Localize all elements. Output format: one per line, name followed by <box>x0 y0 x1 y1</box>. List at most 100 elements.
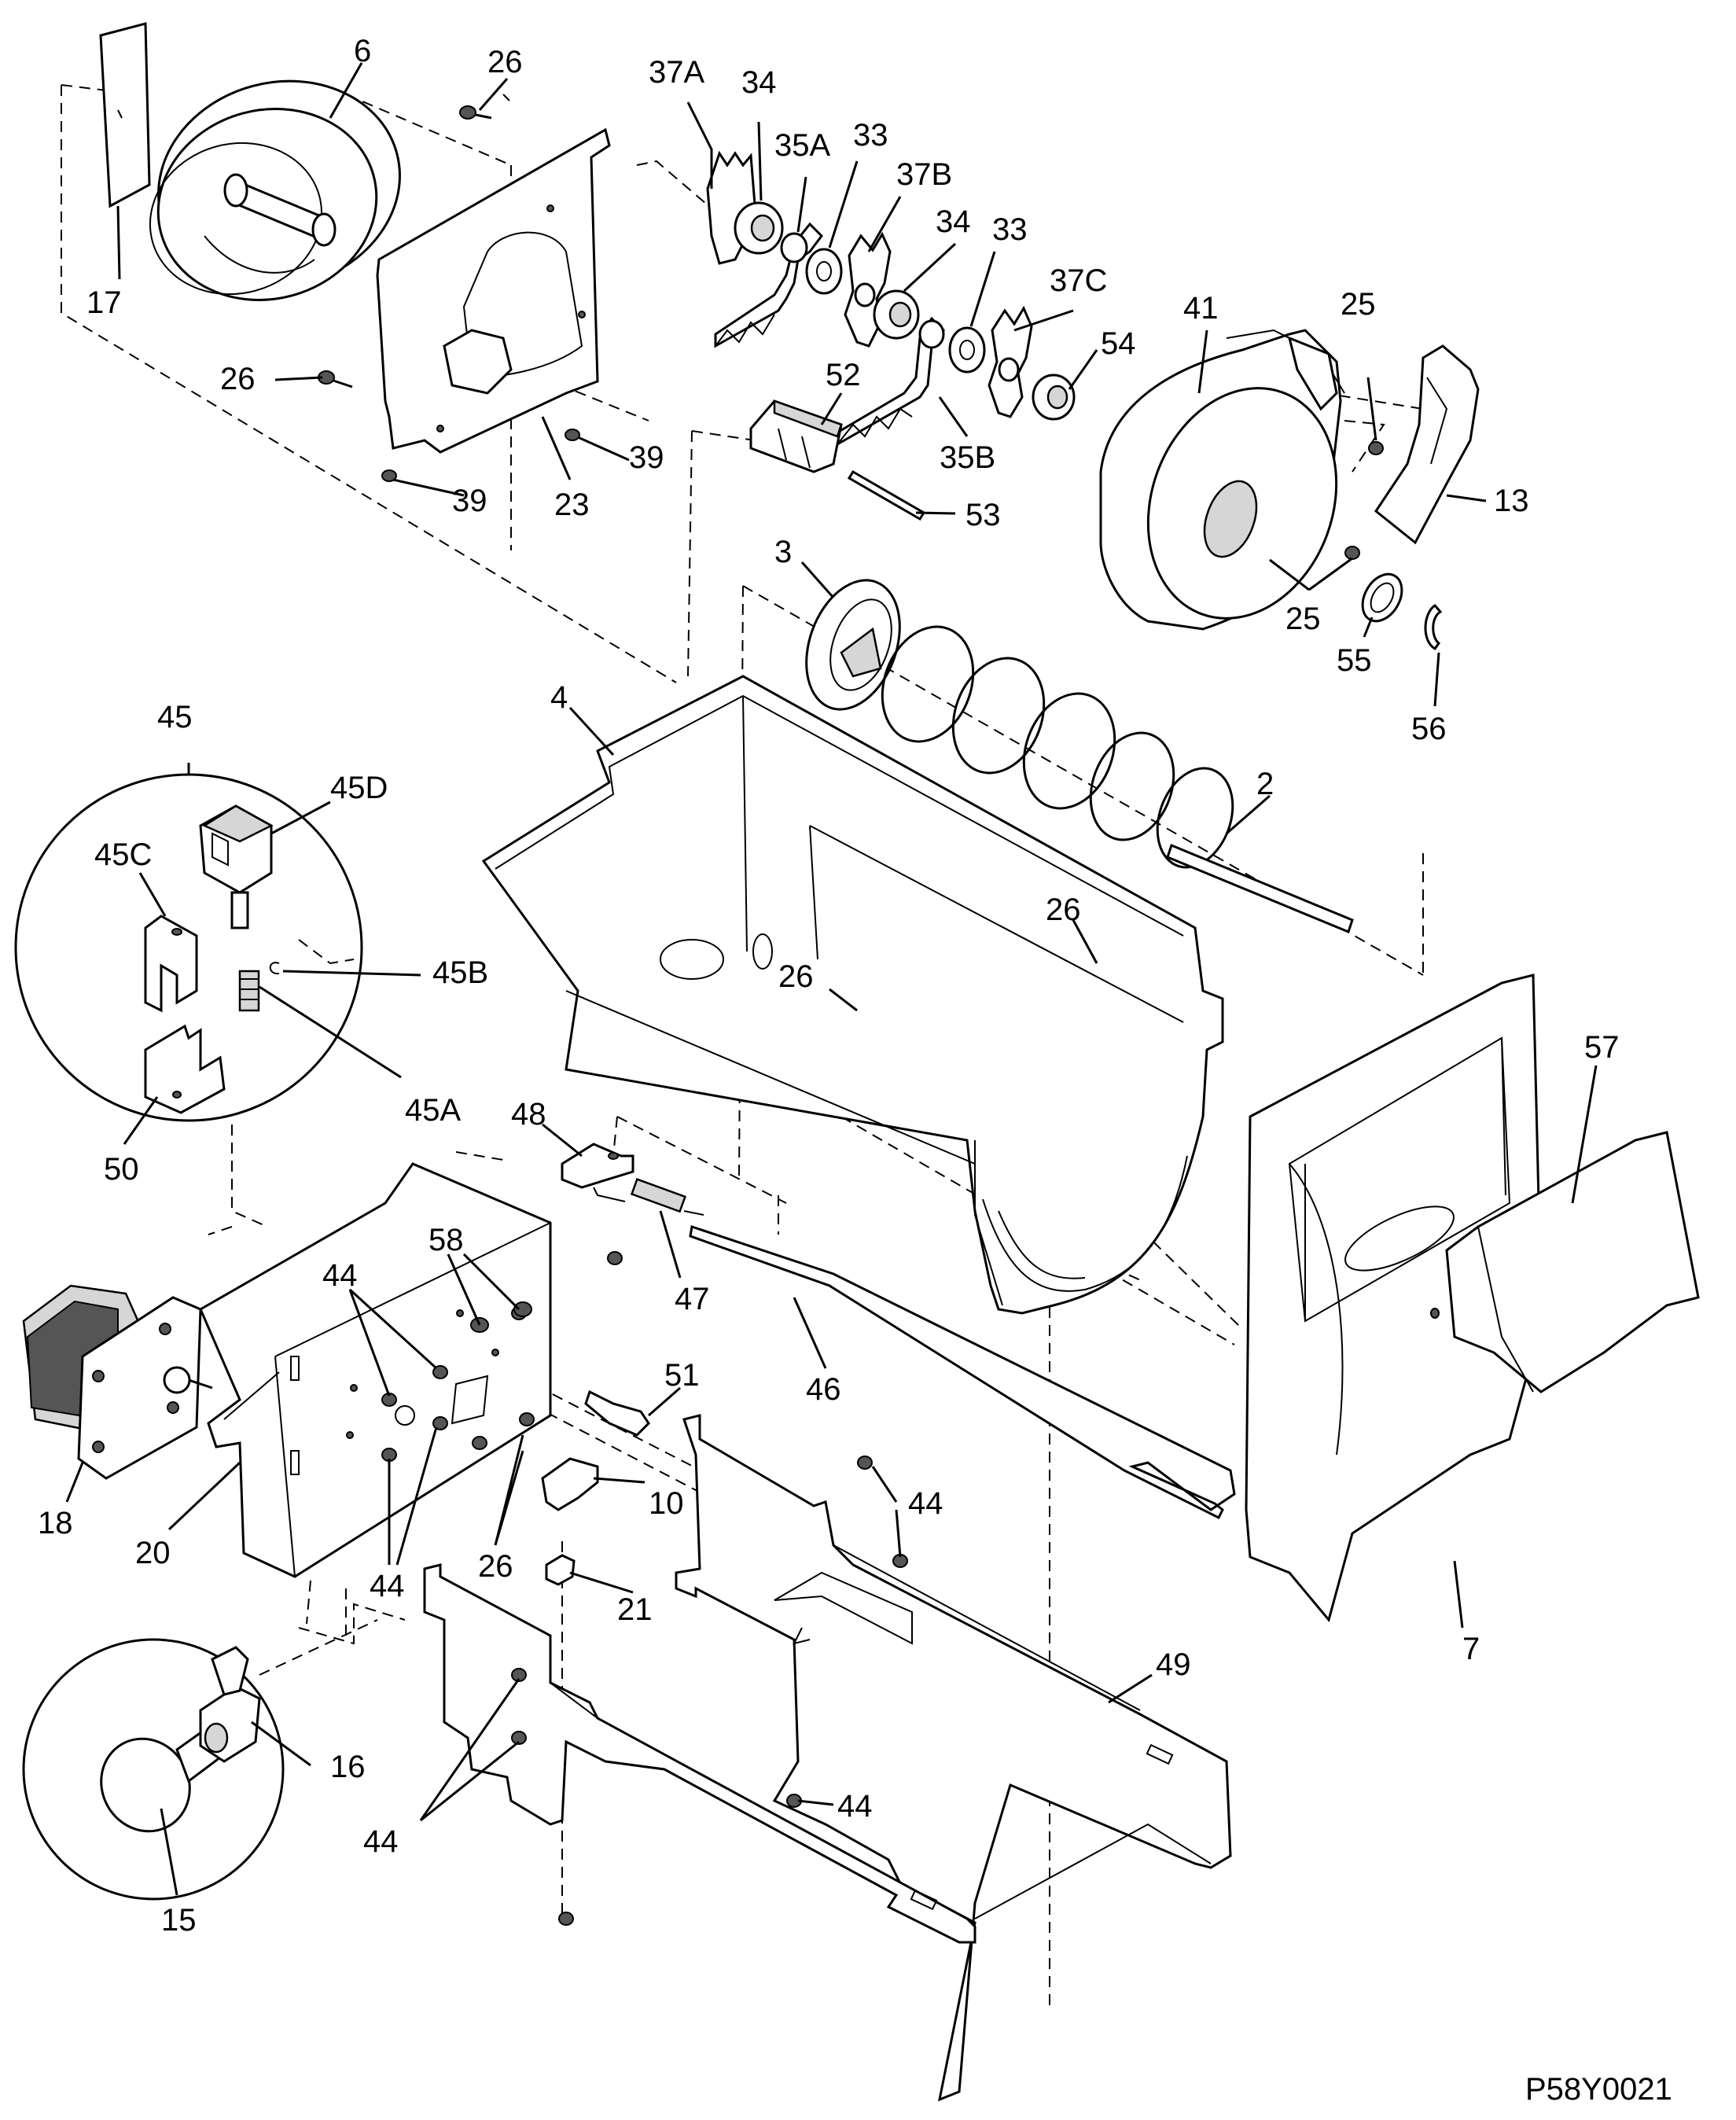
callout-label: 13 <box>1494 484 1529 518</box>
callout-label: 10 <box>649 1486 684 1521</box>
callout-label: 20 <box>135 1536 171 1570</box>
part-34-bushing-a <box>734 201 784 255</box>
callout-label: 35A <box>774 128 830 163</box>
part-55-ring <box>1361 572 1403 623</box>
callout-label: 52 <box>826 358 861 392</box>
part-54-bushing <box>1032 374 1076 421</box>
callout-label: 23 <box>554 488 590 522</box>
callout-label: 37C <box>1050 263 1107 298</box>
callout-label: 45B <box>432 955 488 990</box>
callout-label: 49 <box>1156 1647 1191 1682</box>
part-52-solenoid-block <box>749 399 843 473</box>
callout-label: 54 <box>1101 326 1136 361</box>
callout-label: 45 <box>157 700 193 734</box>
screw-39-b <box>565 429 580 441</box>
part-18-motor <box>22 1284 213 1480</box>
callout-label: 55 <box>1337 643 1372 678</box>
callout-label: 50 <box>104 1152 139 1187</box>
callout-label: 3 <box>774 535 792 569</box>
callout-label: 44 <box>322 1258 358 1293</box>
part-33-washer-a <box>805 248 843 295</box>
part-21-switch <box>545 1554 576 1586</box>
callout-label: 39 <box>452 484 487 518</box>
callout-label: 51 <box>664 1358 700 1393</box>
part-45D-solenoid <box>199 804 274 929</box>
callout-label: 37B <box>896 157 952 192</box>
part-6-drum <box>149 79 401 301</box>
callout-label: 37A <box>649 55 704 90</box>
screw-25-c <box>1344 546 1360 560</box>
part-4-ice-bin <box>481 675 1224 1315</box>
part-49-cover <box>675 1414 1232 2102</box>
part-57-flap <box>1430 1131 1700 1393</box>
part-23-plate <box>376 127 611 454</box>
part-51-pin <box>584 1389 650 1437</box>
part-3-auger-cap <box>805 579 901 711</box>
callout-labels: 6 26 37A 34 35A 33 37B 34 33 37C 41 25 1… <box>38 34 1620 1938</box>
part-35B-arm <box>836 316 945 447</box>
callout-label: 4 <box>550 680 568 715</box>
callout-label: 16 <box>330 1750 366 1784</box>
callout-label: 25 <box>1285 602 1321 636</box>
callout-label: 44 <box>908 1486 943 1521</box>
part-47-spring <box>593 1178 704 1216</box>
callout-label: 7 <box>1462 1632 1480 1666</box>
callout-label: 2 <box>1256 767 1274 801</box>
callout-label: 26 <box>487 45 523 79</box>
leader-lines <box>65 62 1598 1896</box>
callout-label: 57 <box>1584 1030 1620 1065</box>
part-58-screws <box>470 1301 532 1333</box>
callout-label: 26 <box>778 959 814 994</box>
part-45C-bracket <box>144 915 198 1013</box>
part-7-dispenser-front <box>1245 974 1543 1623</box>
callout-label: 26 <box>1046 893 1081 927</box>
part-48-bracket <box>561 1143 634 1189</box>
screw-26-left <box>318 370 353 388</box>
callout-label: 15 <box>161 1903 197 1938</box>
callout-label: 56 <box>1411 712 1447 746</box>
callout-label: 46 <box>806 1372 841 1407</box>
callout-label: 47 <box>675 1282 710 1316</box>
callout-label: 18 <box>38 1506 73 1540</box>
part-2-auger-spiral <box>881 625 1354 934</box>
part-41-housing <box>1099 329 1345 631</box>
screw-39-a <box>381 469 397 482</box>
callout-label: 44 <box>370 1569 405 1603</box>
part-45A-spring <box>238 970 260 1012</box>
callout-label: 44 <box>837 1789 873 1824</box>
callout-label: 41 <box>1183 291 1219 326</box>
callout-label: 58 <box>428 1223 464 1257</box>
callout-label: 26 <box>220 362 256 396</box>
part-16-socket <box>199 1646 261 1763</box>
part-17-panel <box>99 22 151 208</box>
callout-label: 34 <box>741 65 777 100</box>
callout-label: 17 <box>86 285 122 320</box>
callout-label: 25 <box>1341 287 1376 322</box>
callout-label: 39 <box>629 440 664 475</box>
callout-label: 45D <box>330 771 388 805</box>
callout-label: 53 <box>965 498 1001 532</box>
part-45B-clip <box>269 962 280 975</box>
screw-26-top <box>459 105 492 120</box>
part-20-control-box <box>199 1162 552 1578</box>
part-33-washer-b <box>948 326 986 374</box>
callout-label: 34 <box>936 204 971 239</box>
part-34-bushing-b <box>873 289 920 340</box>
part-bulb-detail-circle <box>22 1638 285 1901</box>
screw-47-base <box>607 1251 623 1265</box>
part-13-guard <box>1374 344 1480 545</box>
callout-label: 44 <box>363 1824 399 1859</box>
screw-25-a <box>1368 441 1384 455</box>
callout-label: 33 <box>992 212 1028 247</box>
callout-label: 21 <box>617 1592 653 1627</box>
callout-label: 48 <box>511 1097 546 1132</box>
callout-label: 35B <box>940 440 995 475</box>
drawing-code: P58Y0021 <box>1525 2072 1672 2107</box>
callout-label: 45A <box>405 1093 461 1128</box>
part-lower-cover <box>423 1456 977 1944</box>
part-35A-arm <box>714 222 823 348</box>
callout-label: 26 <box>478 1549 513 1584</box>
part-53-pin <box>847 469 926 521</box>
part-46-rod <box>689 1225 1236 1520</box>
